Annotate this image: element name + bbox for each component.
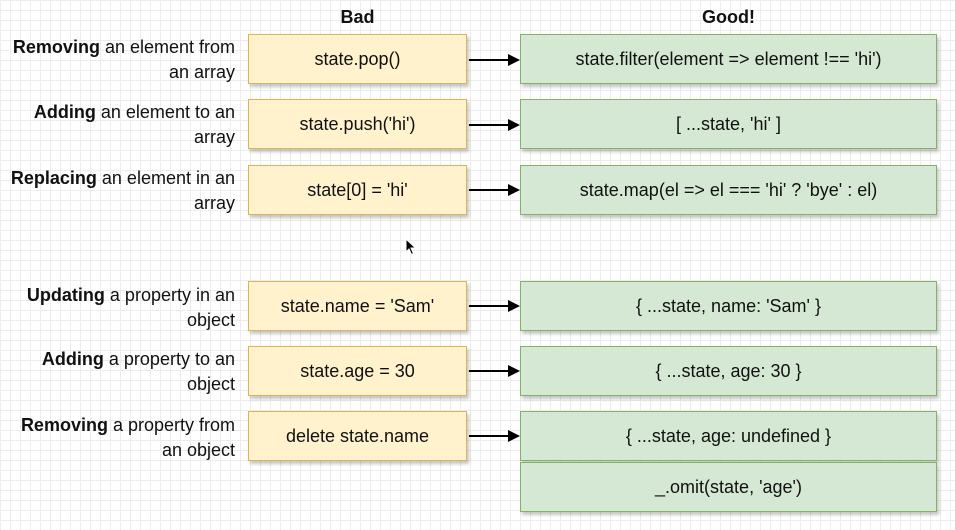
header-bad: Bad — [340, 7, 375, 27]
bad-example-box: state[0] = 'hi' — [248, 165, 467, 215]
bad-code: state.age = 30 — [300, 360, 415, 381]
good-example-box: [ ...state, 'hi' ] — [520, 99, 937, 149]
mouse-cursor-icon — [405, 238, 417, 256]
description-keyword: Updating — [26, 285, 105, 305]
description-text: an element from an array — [99, 37, 235, 82]
row-description: Adding a property to an object — [5, 347, 235, 397]
bad-code: state.push('hi') — [299, 113, 416, 134]
row-description: Removing a property from an object — [5, 413, 235, 463]
description-keyword: Removing — [12, 37, 100, 57]
good-code: { ...state, age: undefined } — [625, 425, 832, 446]
good-example-box: state.filter(element => element !== 'hi'… — [520, 34, 937, 84]
good-example-box: { ...state, age: undefined } — [520, 411, 937, 461]
header-good: Good! — [702, 7, 755, 27]
good-code: state.map(el => el === 'hi' ? 'bye' : el… — [579, 179, 878, 200]
good-example-box: { ...state, name: 'Sam' } — [520, 281, 937, 331]
bad-code: state.name = 'Sam' — [280, 295, 435, 316]
row-description: Removing an element from an array — [5, 35, 235, 85]
good-code: state.filter(element => element !== 'hi'… — [575, 48, 882, 69]
arrow-icon — [469, 119, 520, 131]
description-text: a property to an object — [103, 349, 235, 394]
description-text: a property in an object — [104, 285, 235, 330]
good-example-box: { ...state, age: 30 } — [520, 346, 937, 396]
bad-code: state[0] = 'hi' — [307, 179, 408, 200]
arrow-icon — [469, 365, 520, 377]
row-description: Replacing an element in an array — [5, 166, 235, 216]
description-keyword: Adding — [41, 349, 104, 369]
bad-example-box: state.pop() — [248, 34, 467, 84]
bad-example-box: state.age = 30 — [248, 346, 467, 396]
arrow-icon — [469, 184, 520, 196]
arrow-icon — [469, 54, 520, 66]
good-code: { ...state, name: 'Sam' } — [636, 295, 821, 316]
good-code: [ ...state, 'hi' ] — [676, 113, 781, 134]
arrow-icon — [469, 300, 520, 312]
good-example-alt-box: _.omit(state, 'age') — [520, 462, 937, 512]
good-code-alt: _.omit(state, 'age') — [655, 476, 802, 497]
bad-example-box: delete state.name — [248, 411, 467, 461]
bad-example-box: state.name = 'Sam' — [248, 281, 467, 331]
row-description: Updating a property in an object — [5, 283, 235, 333]
bad-example-box: state.push('hi') — [248, 99, 467, 149]
description-text: an element in an array — [96, 168, 235, 213]
arrow-icon — [469, 430, 520, 442]
description-keyword: Replacing — [10, 168, 97, 188]
description-keyword: Adding — [33, 102, 96, 122]
good-example-box: state.map(el => el === 'hi' ? 'bye' : el… — [520, 165, 937, 215]
good-code: { ...state, age: 30 } — [655, 360, 802, 381]
bad-code: state.pop() — [314, 48, 401, 69]
row-description: Adding an element to an array — [5, 100, 235, 150]
description-text: an element to an array — [95, 102, 235, 147]
description-text: a property from an object — [107, 415, 235, 460]
bad-code: delete state.name — [285, 425, 430, 446]
description-keyword: Removing — [20, 415, 108, 435]
